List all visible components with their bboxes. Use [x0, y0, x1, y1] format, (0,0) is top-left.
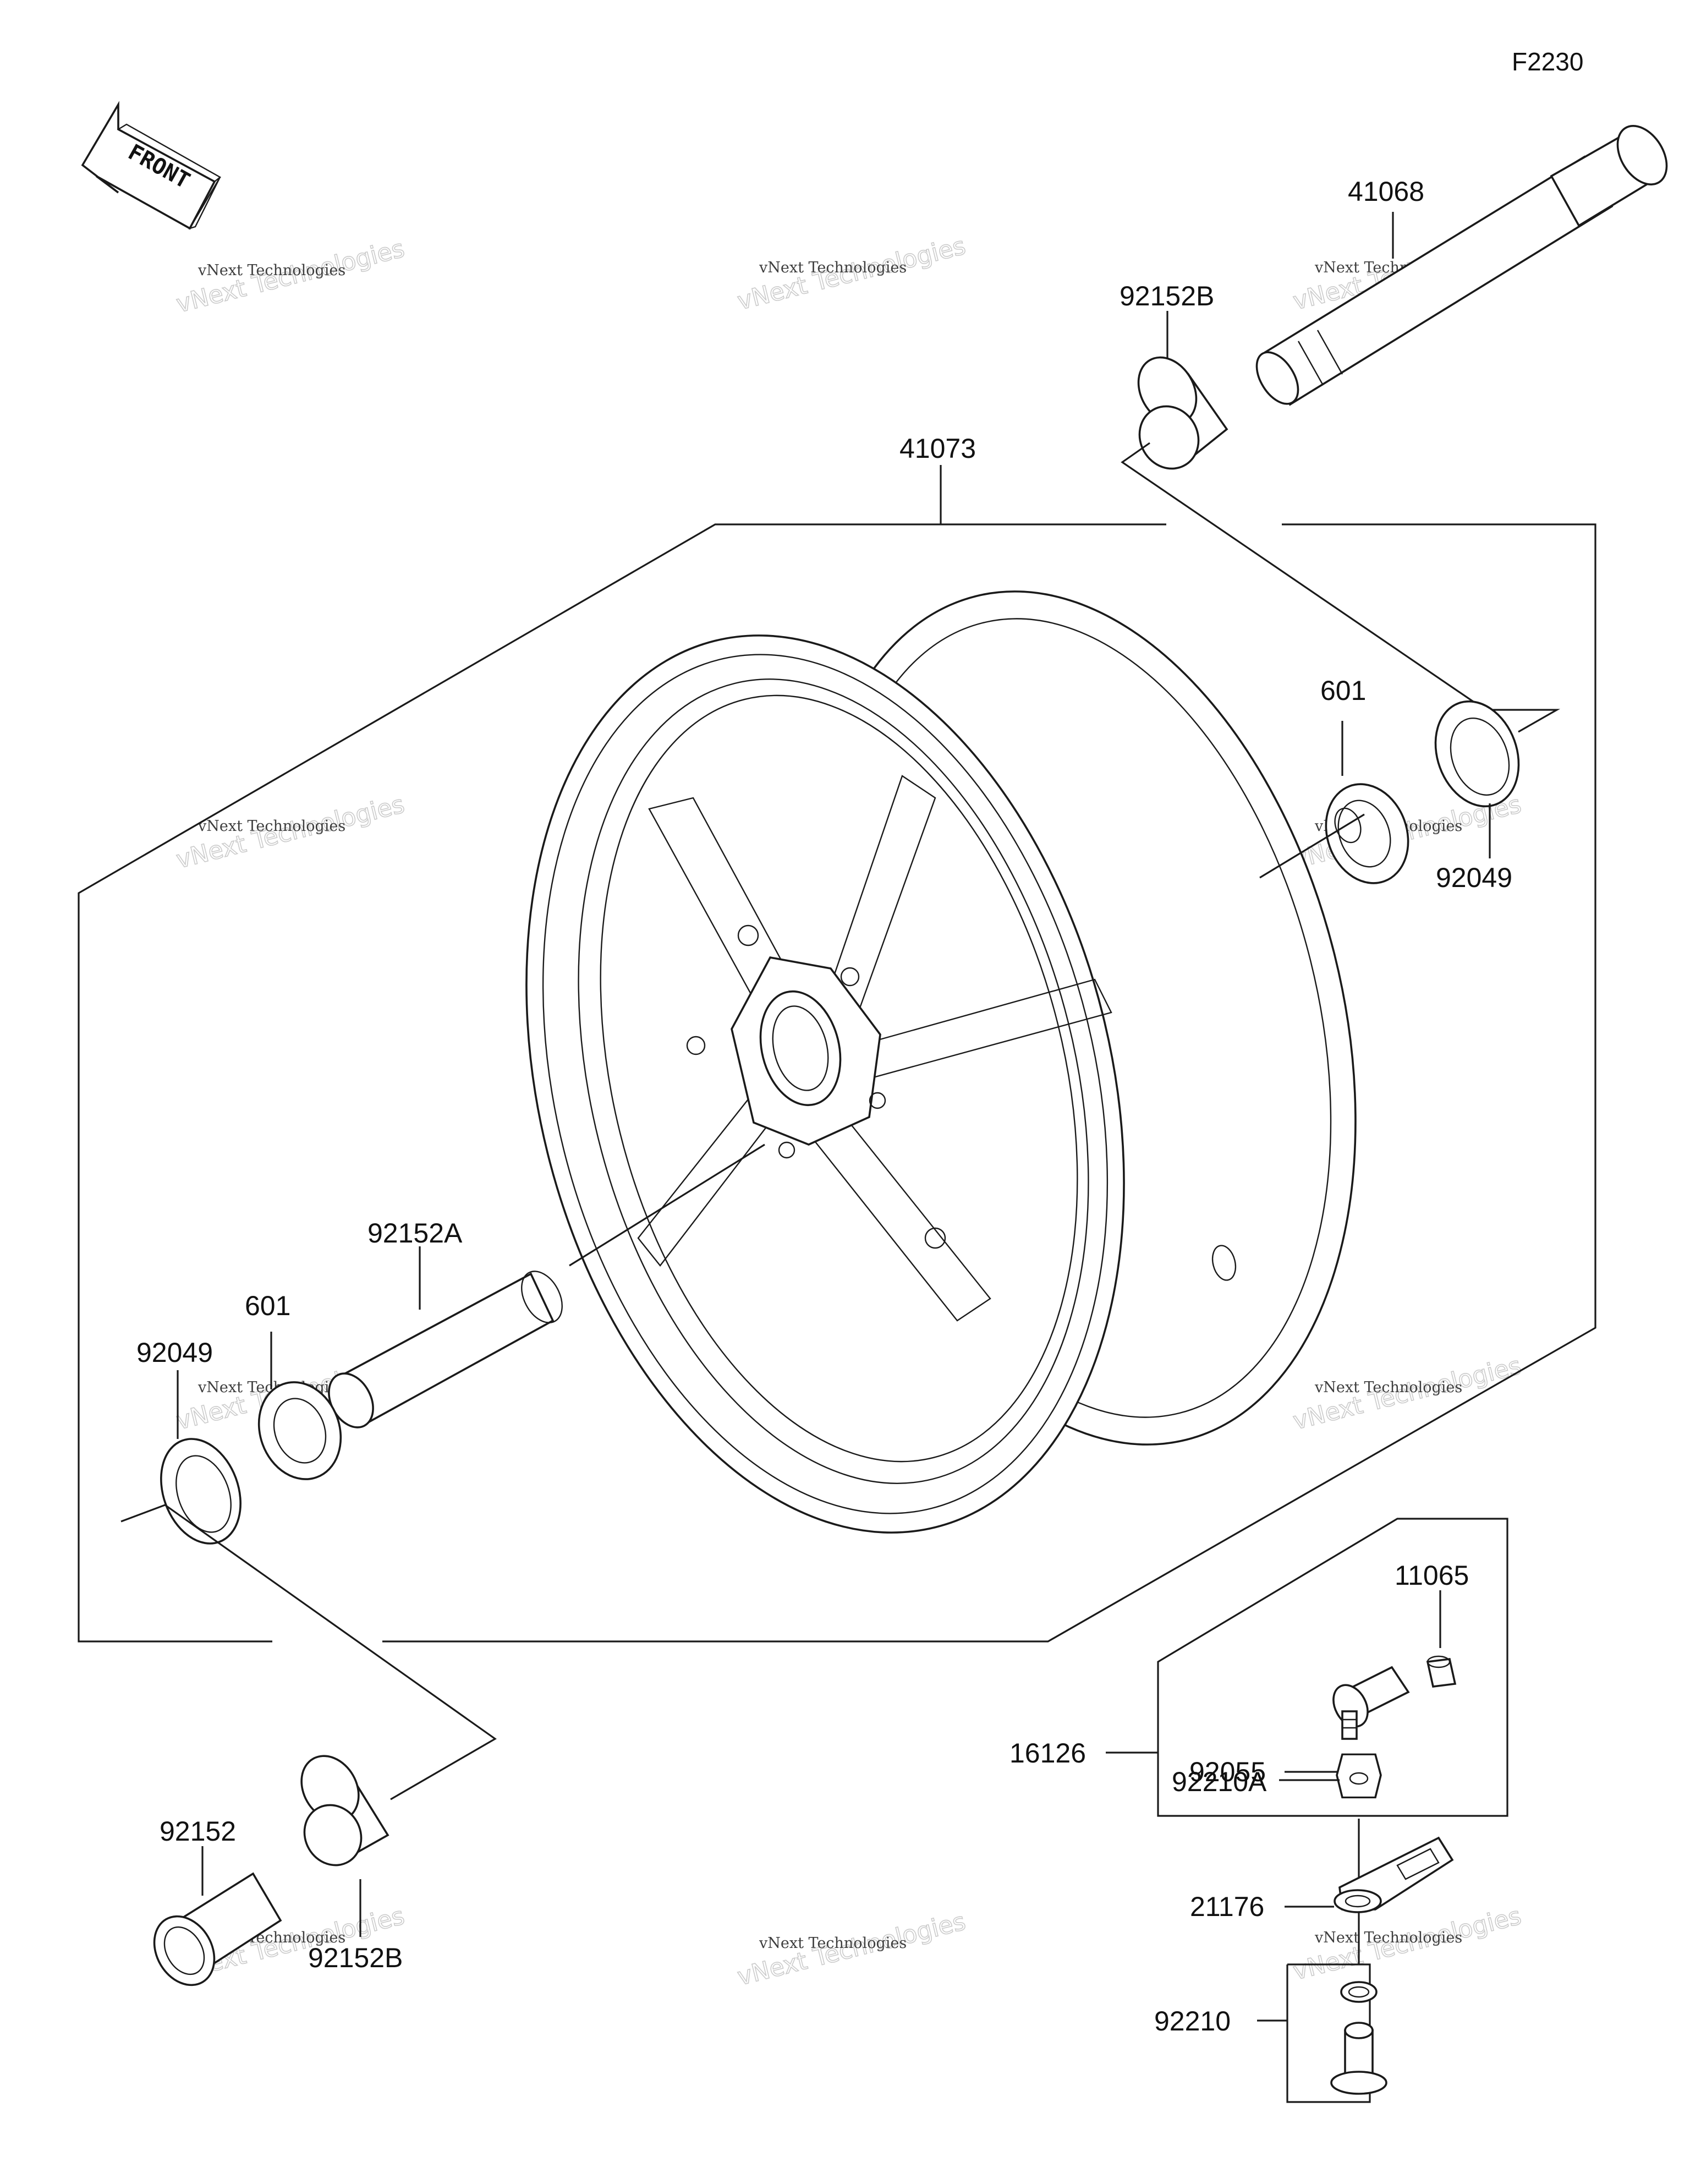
label-601-right: 601: [1320, 675, 1366, 706]
front-wheel: [525, 590, 1357, 1534]
label-92152: 92152: [160, 1816, 236, 1847]
label-601-left: 601: [245, 1290, 290, 1321]
label-92152B-bottom: 92152B: [308, 1942, 403, 1973]
bearing-601-right: [1325, 783, 1409, 884]
label-92049-left: 92049: [136, 1337, 213, 1368]
front-axle: [1255, 125, 1668, 406]
nut-92210: [1330, 2022, 1387, 2095]
spacer-92152A: [328, 1271, 563, 1428]
collar-92152: [153, 1872, 282, 1986]
valve-stem: [1332, 1666, 1410, 1740]
label-92152A: 92152A: [367, 1218, 463, 1249]
sensor-21176: [1334, 1836, 1454, 1913]
svg-text:vNext Technologies: vNext Technologies: [759, 259, 907, 276]
valve-cap-11065: [1426, 1655, 1457, 1688]
svg-text:vNext Technologies: vNext Technologies: [197, 262, 345, 279]
collar-92152B-top: [1137, 356, 1228, 470]
svg-text:vNext Technologies: vNext Technologies: [197, 818, 345, 835]
svg-text:vNext Technologies: vNext Technologies: [1314, 1929, 1462, 1946]
front-arrow-icon: FRONT: [81, 101, 222, 230]
label-16126: 16126: [1009, 1738, 1086, 1769]
washer-92210: [1340, 1981, 1378, 2003]
svg-text:vNext Technologies: vNext Technologies: [759, 1935, 907, 1952]
nut-92210A: [1336, 1753, 1382, 1799]
diagram-code: F2230: [1512, 47, 1583, 76]
label-92049-right: 92049: [1436, 862, 1512, 893]
label-92055: 92055: [1189, 1756, 1266, 1787]
seal-92049-left: [160, 1438, 242, 1545]
label-41073: 41073: [899, 433, 976, 464]
label-11065: 11065: [1395, 1560, 1469, 1591]
label-92210: 92210: [1154, 2006, 1231, 2037]
svg-text:vNext Technologies: vNext Technologies: [1314, 1379, 1462, 1396]
label-92152B-top: 92152B: [1120, 281, 1214, 311]
wheel-assembly-bracket: [78, 465, 1596, 1643]
label-92210A: 92210A: [1172, 1766, 1267, 1797]
bearing-601-left: [257, 1381, 342, 1480]
label-41068: 41068: [1348, 176, 1424, 207]
collar-92152B-bottom: [300, 1755, 389, 1866]
label-21176: 21176: [1190, 1891, 1264, 1922]
seal-92049-right: [1434, 700, 1520, 808]
